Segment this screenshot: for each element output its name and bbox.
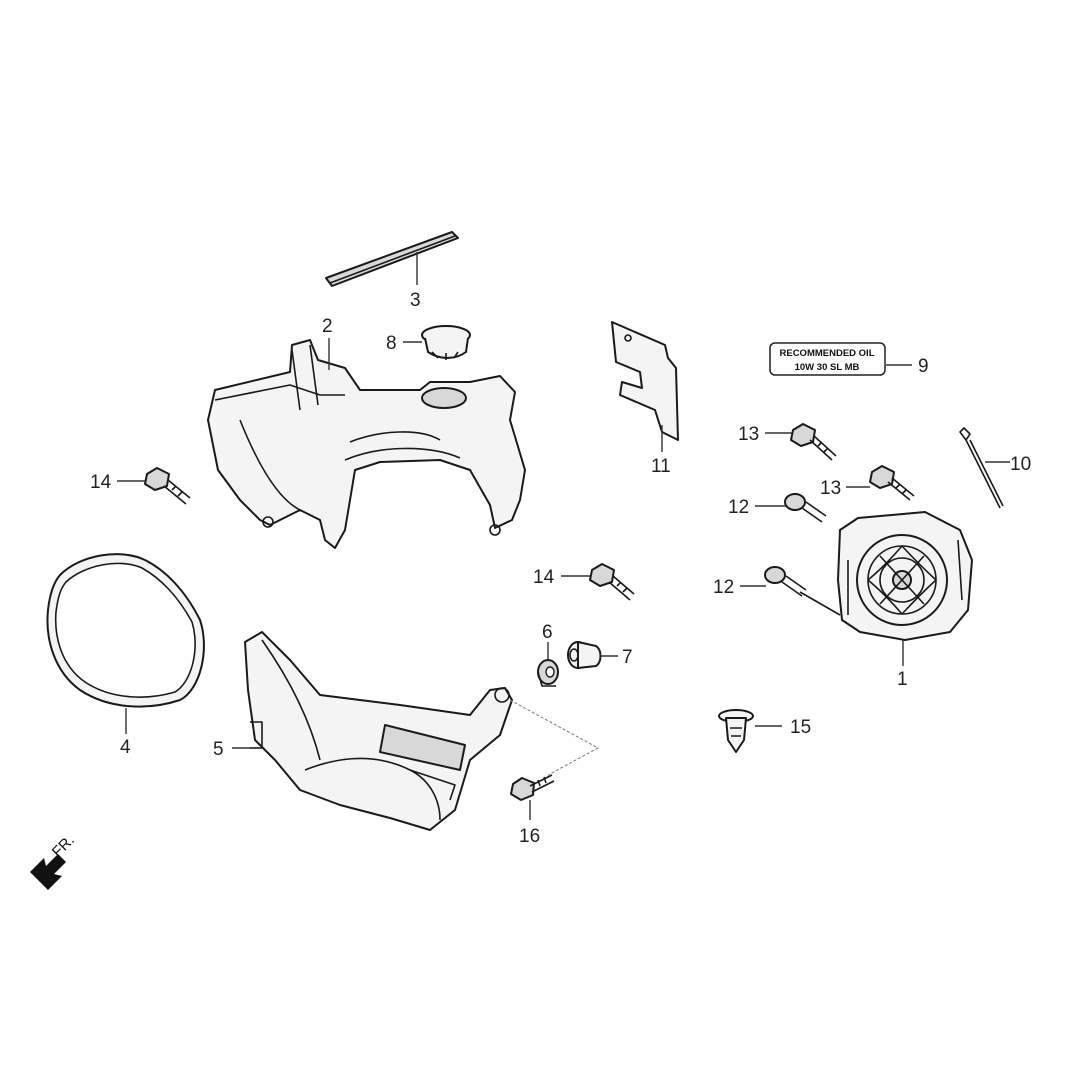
part-15-push-clip (718, 709, 754, 753)
part-10-dipstick (959, 427, 1004, 509)
part-14-bolt-a (144, 467, 191, 505)
callout-8: 8 (386, 333, 397, 354)
callout-2: 2 (322, 316, 333, 337)
callout-6: 6 (542, 622, 553, 643)
part-6-collar (537, 659, 559, 687)
callout-13a: 13 (738, 424, 759, 445)
part-9-oil-label: RECOMMENDED OIL 10W 30 SL MB (769, 342, 886, 376)
callout-4: 4 (120, 737, 131, 758)
part-3-strip (325, 231, 459, 287)
callout-9: 9 (918, 356, 929, 377)
callout-11: 11 (651, 456, 671, 477)
callout-13b: 13 (820, 478, 841, 499)
oil-label-line1: RECOMMENDED OIL (780, 348, 875, 359)
part-2-upper-cover (207, 339, 526, 549)
part-12-bolt-b (764, 566, 841, 616)
callout-1: 1 (897, 669, 908, 690)
part-13-bolt-a (790, 423, 837, 461)
part-11-plate (611, 321, 679, 441)
part-16-bolt (510, 774, 555, 801)
part-7-bushing (567, 641, 602, 669)
callout-14a: 14 (90, 472, 112, 493)
callout-15: 15 (790, 717, 811, 738)
part-1-fan-housing (837, 511, 973, 641)
part-5-lower-cover (244, 631, 513, 831)
callout-10: 10 (1010, 454, 1031, 475)
front-direction-label: FR. (49, 832, 78, 861)
callout-12b: 12 (713, 577, 734, 598)
arrow-down-left-icon (30, 854, 66, 890)
oil-label-line2: 10W 30 SL MB (795, 362, 860, 373)
part-14-bolt-b (589, 563, 635, 601)
callout-3: 3 (410, 290, 421, 311)
callout-7: 7 (622, 647, 633, 668)
assembly-line (509, 699, 600, 776)
callout-16: 16 (519, 826, 540, 847)
callout-14b: 14 (533, 567, 555, 588)
part-13-bolt-b (869, 465, 915, 501)
callout-5: 5 (213, 739, 224, 760)
part-8-grommet (421, 325, 471, 360)
callout-12a: 12 (728, 497, 749, 518)
part-4-seal-ring (46, 553, 205, 708)
part-12-bolt-a (784, 493, 827, 523)
